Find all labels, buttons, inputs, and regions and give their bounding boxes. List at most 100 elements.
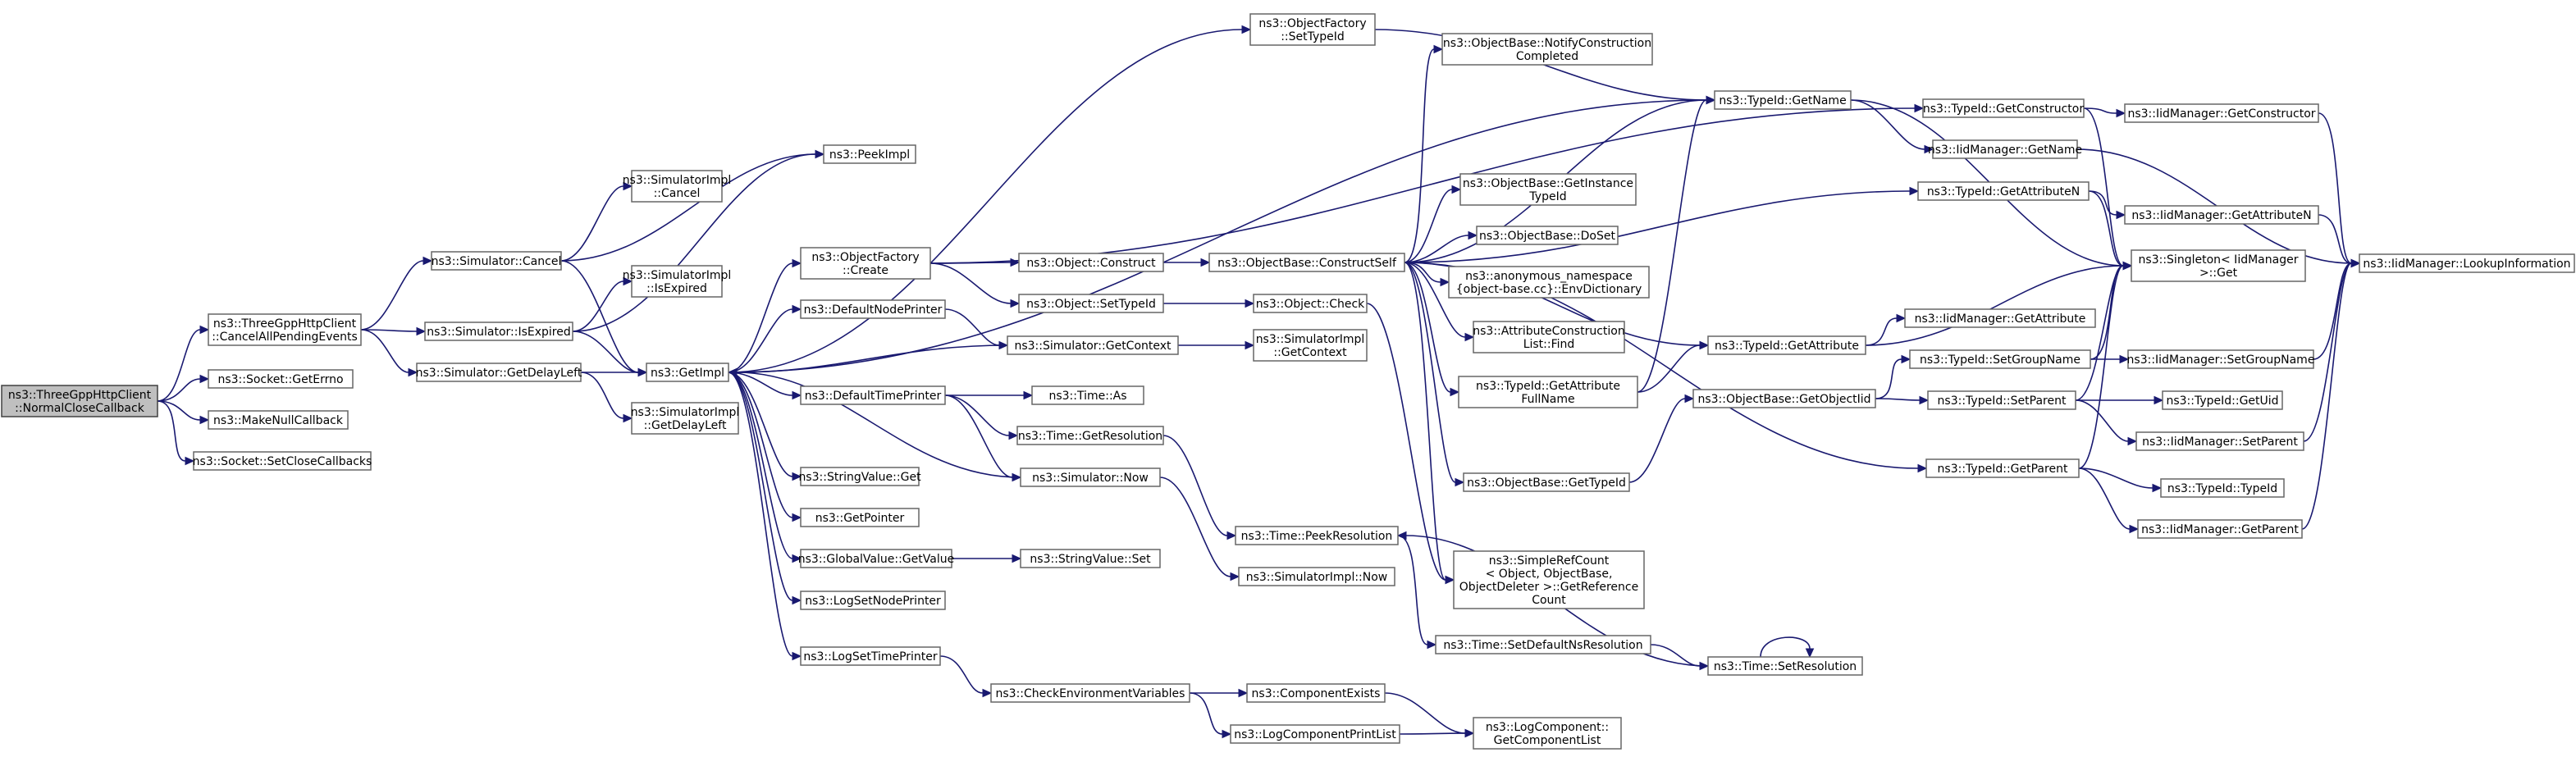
node-box — [1707, 335, 1866, 355]
node-setClose[interactable]: ns3::Socket::SetCloseCallbacks — [193, 451, 372, 471]
node-simIsExpired[interactable]: ns3::Simulator::IsExpired — [424, 321, 573, 341]
edge-obGetObjectIid-tidSetParent — [1875, 395, 1930, 405]
node-tidSetGroupName[interactable]: ns3::TypeId::SetGroupName — [1909, 349, 2091, 369]
node-timeSetRes[interactable]: ns3::Time::SetResolution — [1707, 656, 1863, 676]
node-defTimePrinter[interactable]: ns3::DefaultTimePrinter — [800, 385, 946, 405]
edge-arrowhead — [1901, 354, 1911, 364]
node-tidTypeId[interactable]: ns3::TypeId::TypeId — [2160, 478, 2285, 498]
edge-line — [1404, 235, 1469, 263]
node-simDelayLeft[interactable]: ns3::Simulator::GetDelayLeft — [416, 363, 582, 382]
node-simNow[interactable]: ns3::Simulator::Now — [1020, 467, 1161, 487]
node-root[interactable]: ns3::ThreeGppHttpClient::NormalCloseCall… — [1, 385, 158, 417]
edge-tidGetAttribute-iidGetAttribute — [1865, 313, 1907, 346]
edge-arrowhead — [1468, 230, 1478, 240]
edge-tidSetParent-singletonGet — [2075, 261, 2133, 401]
node-ofCreate[interactable]: ns3::ObjectFactory::Create — [800, 247, 931, 280]
node-peekImpl[interactable]: ns3::PeekImpl — [823, 144, 916, 164]
node-objSetTypeId[interactable]: ns3::Object::SetTypeId — [1018, 294, 1164, 313]
node-ofSetTypeId[interactable]: ns3::ObjectFactory::SetTypeId — [1249, 13, 1376, 46]
node-sockErrno[interactable]: ns3::Socket::GetErrno — [208, 369, 354, 389]
node-iidGetAttributeN[interactable]: ns3::IidManager::GetAttributeN — [2124, 205, 2319, 225]
node-timeGetRes[interactable]: ns3::Time::GetResolution — [1016, 426, 1164, 445]
node-label: ns3::IidManager::SetParent — [2142, 436, 2298, 449]
edge-line — [944, 308, 1000, 346]
node-timeAs[interactable]: ns3::Time::As — [1031, 385, 1144, 405]
node-makeNull[interactable]: ns3::MakeNullCallback — [208, 410, 349, 430]
node-tidGetAttribute[interactable]: ns3::TypeId::GetAttribute — [1707, 335, 1866, 355]
edge-getImpl-ofSetTypeId — [728, 25, 1252, 373]
node-box — [208, 313, 362, 346]
edge-checkEnv-logCompPrint — [1189, 692, 1232, 739]
node-objCheck[interactable]: ns3::Object::Check — [1253, 294, 1368, 313]
node-tidGetName[interactable]: ns3::TypeId::GetName — [1714, 90, 1852, 110]
node-anonEnv[interactable]: ns3::anonymous_namespace{object-base.cc}… — [1448, 266, 1650, 299]
node-implGetContext[interactable]: ns3::SimulatorImpl::GetContext — [1253, 329, 1368, 362]
node-defNodePrinter[interactable]: ns3::DefaultNodePrinter — [800, 299, 946, 319]
node-logSetNode[interactable]: ns3::LogSetNodePrinter — [800, 591, 946, 610]
node-label: ns3::Socket::GetErrno — [217, 373, 343, 386]
node-checkEnv[interactable]: ns3::CheckEnvironmentVariables — [990, 683, 1190, 703]
node-label: ns3::ThreeGppHttpClient — [8, 389, 152, 402]
edge-line — [1760, 636, 1811, 658]
node-iidLookup[interactable]: ns3::IidManager::LookupInformation — [2359, 253, 2575, 273]
node-obGetObjectIid[interactable]: ns3::ObjectBase::GetObjectIid — [1692, 389, 1876, 408]
node-strGet[interactable]: ns3::StringValue::Get — [798, 467, 921, 486]
node-iidGetName[interactable]: ns3::IidManager::GetName — [1928, 139, 2082, 159]
node-tidGetUid[interactable]: ns3::TypeId::GetUid — [2162, 390, 2283, 410]
node-implDelayLeft[interactable]: ns3::SimulatorImpl::GetDelayLeft — [631, 402, 740, 435]
edge-line — [1162, 435, 1228, 536]
node-simpleRef[interactable]: ns3::SimpleRefCount< Object, ObjectBase,… — [1453, 550, 1645, 609]
node-logCompPrint[interactable]: ns3::LogComponentPrintList — [1230, 724, 1400, 744]
node-iidSetGroupName[interactable]: ns3::IidManager::SetGroupName — [2127, 349, 2315, 369]
node-label: ns3::IidManager::GetAttribute — [1915, 312, 2086, 326]
node-timeSetDefault[interactable]: ns3::Time::SetDefaultNsResolution — [1435, 635, 1651, 654]
node-gvGetValue[interactable]: ns3::GlobalValue::GetValue — [798, 549, 954, 568]
node-strSet[interactable]: ns3::StringValue::Set — [1020, 549, 1161, 568]
node-simCancel[interactable]: ns3::Simulator::Cancel — [431, 251, 562, 271]
node-iidGetAttribute[interactable]: ns3::IidManager::GetAttribute — [1904, 308, 2096, 328]
node-objConstruct[interactable]: ns3::Object::Construct — [1018, 253, 1164, 272]
node-compExists[interactable]: ns3::ComponentExists — [1246, 683, 1386, 703]
node-tidGetAttributeN[interactable]: ns3::TypeId::GetAttributeN — [1917, 181, 2090, 201]
node-iidGetParent[interactable]: ns3::IidManager::GetParent — [2137, 519, 2303, 539]
node-iidGetConstructor[interactable]: ns3::IidManager::GetConstructor — [2124, 103, 2319, 123]
node-implIsExpired[interactable]: ns3::SimulatorImpl::IsExpired — [623, 265, 732, 298]
node-logCompGetList[interactable]: ns3::LogComponent::GetComponentList — [1473, 717, 1622, 750]
node-timePeekRes[interactable]: ns3::Time::PeekResolution — [1235, 526, 1399, 545]
edge-line — [2318, 112, 2352, 264]
node-obNotify[interactable]: ns3::ObjectBase::NotifyConstructionCompl… — [1441, 33, 1653, 66]
edge-tidGetParent-tidTypeId — [2078, 467, 2163, 493]
node-label: ns3::ObjectFactory — [811, 251, 919, 264]
node-tidGetParent[interactable]: ns3::TypeId::GetParent — [1925, 458, 2080, 478]
node-implNow[interactable]: ns3::SimulatorImpl::Now — [1238, 567, 1395, 586]
edge-line — [1628, 398, 1686, 483]
edge-line — [1159, 477, 1231, 577]
node-obDoSet[interactable]: ns3::ObjectBase::DoSet — [1476, 226, 1619, 245]
edge-arrowhead — [1230, 572, 1240, 581]
node-label: ns3::CheckEnvironmentVariables — [996, 687, 1185, 700]
node-simGetContext[interactable]: ns3::Simulator::GetContext — [1007, 335, 1179, 355]
node-singletonGet[interactable]: ns3::Singleton< IidManager>::Get — [2131, 249, 2306, 282]
node-cancelAll[interactable]: ns3::ThreeGppHttpClient::CancelAllPendin… — [208, 313, 362, 346]
edge-line — [2303, 262, 2352, 442]
node-getImpl[interactable]: ns3::GetImpl — [646, 363, 729, 382]
edge-arrowhead — [815, 149, 825, 159]
node-obConstructSelf[interactable]: ns3::ObjectBase::ConstructSelf — [1208, 253, 1405, 272]
edge-arrowhead — [1919, 395, 1930, 405]
node-label: ns3::TypeId::GetAttribute — [1476, 380, 1620, 393]
node-obGetTypeId[interactable]: ns3::ObjectBase::GetTypeId — [1463, 472, 1630, 492]
node-tidGetConstructor[interactable]: ns3::TypeId::GetConstructor — [1922, 98, 2085, 118]
node-logSetTime[interactable]: ns3::LogSetTimePrinter — [800, 646, 941, 666]
edge-arrowhead — [199, 374, 210, 384]
node-getPointer[interactable]: ns3::GetPointer — [800, 508, 920, 527]
edge-line — [1404, 189, 1453, 263]
node-implCancel[interactable]: ns3::SimulatorImpl::Cancel — [623, 170, 732, 203]
node-iidSetParent[interactable]: ns3::IidManager::SetParent — [2135, 431, 2304, 451]
edge-line — [939, 655, 984, 694]
node-tidSetParent[interactable]: ns3::TypeId::SetParent — [1927, 390, 2076, 410]
node-box — [1458, 376, 1638, 408]
node-label: ns3::SimulatorImpl — [623, 269, 732, 282]
